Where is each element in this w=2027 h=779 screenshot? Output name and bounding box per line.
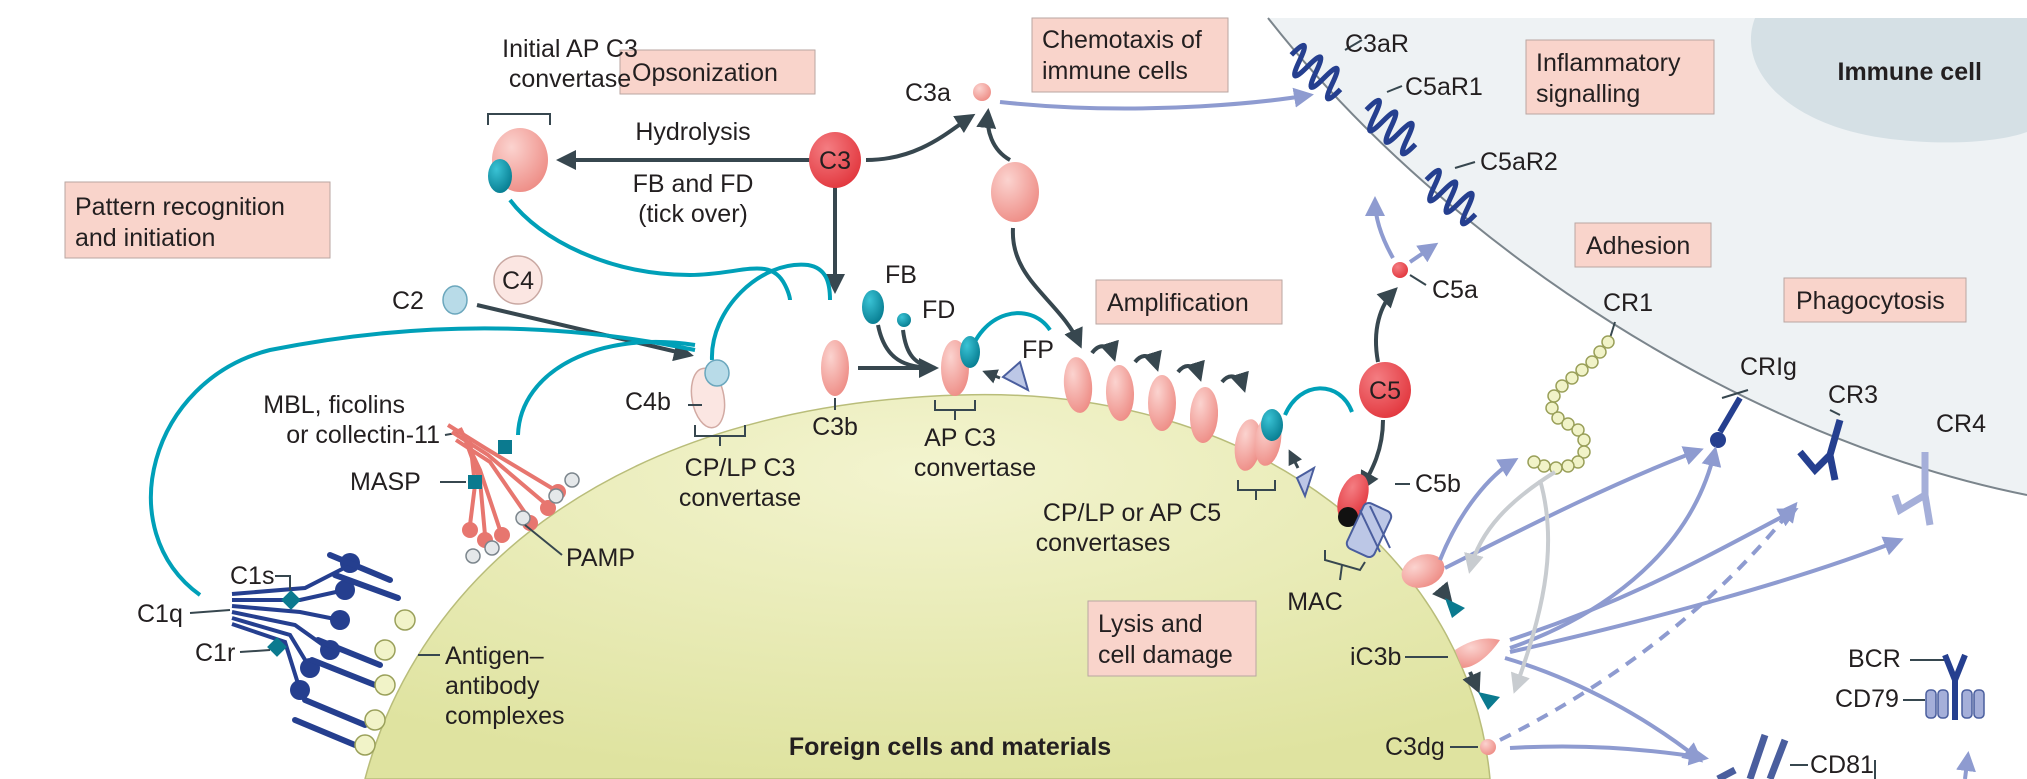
fb-fd-tick-line2: (tick over)	[638, 200, 748, 228]
inflammatory-line2: signalling	[1536, 80, 1640, 108]
cr3-receptor: CR3	[1797, 381, 1878, 481]
cd81-label: CD81	[1810, 751, 1874, 779]
c5-label: C5	[1369, 377, 1401, 405]
amplification-text: Amplification	[1107, 289, 1249, 317]
ap-c3-convertase: AP C3 convertase FP	[914, 311, 1054, 482]
lysis-line2: cell damage	[1098, 641, 1233, 669]
cr4-label: CR4	[1936, 410, 1986, 438]
pamp-label: PAMP	[566, 544, 635, 572]
teal-arc-c4b	[709, 262, 832, 361]
masp-label: MASP	[350, 468, 421, 496]
c5ar2-receptor: C5aR2	[1424, 148, 1558, 227]
c1r-label: C1r	[195, 639, 235, 667]
cr3-label: CR3	[1828, 381, 1878, 409]
cp-lp-ap-c5-line1: CP/LP or AP C5	[1043, 499, 1221, 527]
box-opsonization: Opsonization	[619, 49, 816, 95]
cp-lp-c3-line1: CP/LP C3	[685, 454, 796, 482]
fb-fd: FB FD	[862, 261, 955, 370]
mbl-line1: MBL, ficolins	[263, 391, 405, 419]
c5ar1-label: C5aR1	[1405, 73, 1483, 101]
c3ar-label: C3aR	[1345, 30, 1409, 58]
c5-group: C5 C5a C5b MAC	[1287, 196, 1478, 616]
box-lysis: Lysis and cell damage	[1087, 600, 1257, 677]
c4b-complex: C4b CP/LP C3 convertase	[625, 359, 801, 512]
initial-ap-label-line1: Initial AP C3	[502, 35, 638, 63]
fp-label: FP	[1022, 336, 1054, 364]
c5ar1-receptor: C5aR1	[1364, 73, 1483, 157]
c4b-label: C4b	[625, 388, 671, 416]
fb-label: FB	[885, 261, 917, 289]
lysis-line1: Lysis and	[1098, 610, 1203, 638]
c3ar-receptor: C3aR	[1289, 30, 1409, 102]
immune-cell-label: Immune cell	[1838, 58, 1983, 86]
antigen-line1: Antigen–	[445, 642, 544, 670]
box-inflammatory: Inflammatory signalling	[1525, 39, 1715, 115]
mac-label: MAC	[1287, 588, 1343, 616]
cr1-label: CR1	[1603, 289, 1653, 317]
pattern-recognition-line1: Pattern recognition	[75, 193, 285, 221]
fd-label: FD	[922, 296, 955, 324]
box-amplification: Amplification	[1095, 279, 1283, 325]
teal-arc-c1q	[149, 326, 696, 597]
c1-complex: C1s C1q C1r Antigen– antibody complexes	[137, 552, 565, 756]
antigen-line3: complexes	[445, 702, 565, 730]
mbl-ficolin-complex: MBL, ficolins or collectin-11 MASP PAMP	[263, 391, 635, 572]
c3-molecule: Hydrolysis FB and FD (tick over) C3	[556, 113, 976, 294]
c3b-amplification-chain	[1063, 339, 1249, 443]
cp-lp-ap-c5-line2: convertases	[1036, 529, 1171, 557]
c4-label: C4	[502, 267, 534, 295]
adhesion-text: Adhesion	[1586, 232, 1690, 260]
c3b-molecule: C3b	[812, 340, 939, 441]
cp-lp-c3-line2: convertase	[679, 484, 801, 512]
crig-receptor: CRIg	[1710, 353, 1797, 448]
hydrolysis-label: Hydrolysis	[635, 118, 750, 146]
fb-fd-tick-line1: FB and FD	[633, 170, 754, 198]
cr1-receptor: CR1	[1527, 289, 1653, 475]
mac-complex	[1345, 501, 1393, 559]
crig-label: CRIg	[1740, 353, 1797, 381]
c5a-label: C5a	[1432, 276, 1478, 304]
phagocytosis-text: Phagocytosis	[1796, 287, 1945, 315]
box-adhesion: Adhesion	[1574, 222, 1712, 268]
teal-arc-mbl	[516, 339, 696, 436]
c2-label: C2	[392, 287, 424, 315]
box-phagocytosis: Phagocytosis	[1783, 277, 1967, 323]
chemotaxis-line1: Chemotaxis of	[1042, 26, 1202, 54]
ic3b-c3dg-group: iC3b C3dg	[1350, 554, 1500, 761]
c3b-label: C3b	[812, 413, 858, 441]
mbl-line2: or collectin-11	[286, 421, 440, 449]
c3a-label: C3a	[905, 79, 951, 107]
antigen-line2: antibody	[445, 672, 540, 700]
c1s-label: C1s	[230, 562, 274, 590]
ap-c3-line2: convertase	[914, 454, 1036, 482]
c5ar2-label: C5aR2	[1480, 148, 1558, 176]
c3dg-label: C3dg	[1385, 733, 1445, 761]
cd79-label: CD79	[1835, 685, 1899, 713]
foreign-cell: Foreign cells and materials	[364, 393, 1491, 779]
receptor-arrows	[1438, 446, 1976, 779]
c5b-label: C5b	[1415, 470, 1461, 498]
ap-c3-line1: AP C3	[924, 424, 996, 452]
c1q-label: C1q	[137, 600, 183, 628]
opsonization-text: Opsonization	[632, 59, 778, 87]
pattern-recognition-line2: and initiation	[75, 224, 215, 252]
initial-ap-c3-convertase: Initial AP C3 convertase	[487, 35, 638, 193]
foreign-cells-label: Foreign cells and materials	[789, 733, 1111, 761]
initial-ap-label-line2: convertase	[509, 65, 631, 93]
inflammatory-line1: Inflammatory	[1536, 49, 1681, 77]
teal-arc-initial	[508, 198, 792, 301]
c5-convertases: CP/LP or AP C5 convertases	[1036, 386, 1354, 557]
cr4-receptor: CR4	[1891, 410, 1986, 526]
ic3b-label: iC3b	[1350, 643, 1401, 671]
c3a-molecule: C3a	[905, 79, 1314, 349]
box-chemotaxis: Chemotaxis of immune cells	[1031, 17, 1229, 93]
c4-c2-group: C4 C2	[392, 255, 694, 362]
chemotaxis-line2: immune cells	[1042, 57, 1188, 85]
bcr-label: BCR	[1848, 645, 1901, 673]
bcr-complex: BCR CD79 CD81	[1716, 645, 1985, 779]
box-pattern-recognition: Pattern recognition and initiation	[64, 181, 331, 259]
c3-label: C3	[819, 147, 851, 175]
